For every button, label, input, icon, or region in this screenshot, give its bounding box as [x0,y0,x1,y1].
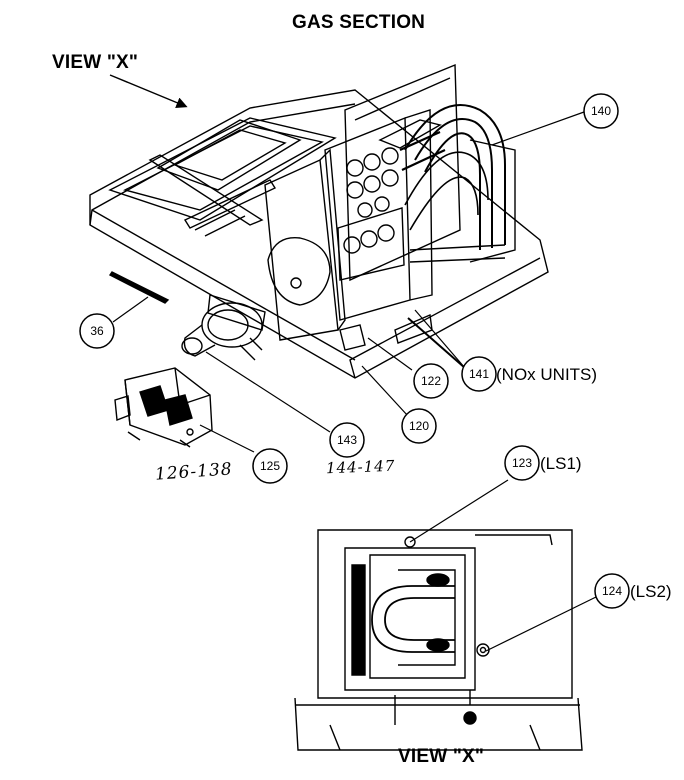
callout-123: 123 (LS1) [504,445,582,481]
view-x-panel [294,529,583,751]
callout-124: 124 (LS2) [594,573,672,609]
svg-text:123: 123 [512,456,532,470]
svg-text:122: 122 [421,374,441,388]
view-x-bottom-label: VIEW "X" [398,746,485,767]
callout-36: 36 [79,313,115,349]
leader-36 [112,296,149,323]
leader-125 [199,424,255,453]
svg-text:124: 124 [602,584,622,598]
callout-143: 143 [329,422,365,458]
leader-120 [361,365,409,417]
leader-141 [407,317,466,369]
callout-125: 125 [252,448,288,484]
page-title: GAS SECTION [292,12,426,33]
callout-140: 140 [583,93,619,129]
leader-141b [414,309,466,369]
leader-123 [409,479,509,543]
handwritten-144-147: 144-147 [325,456,396,478]
callout-141: 141 (NOx UNITS) [461,356,597,392]
svg-text:125: 125 [260,459,280,473]
svg-text:143: 143 [337,433,357,447]
callout-120: 120 [401,408,437,444]
svg-text:120: 120 [409,419,429,433]
view-x-top-label: VIEW "X" [52,52,139,73]
leader-124 [485,596,597,652]
leader-lines [112,111,597,652]
leader-140 [491,111,585,146]
svg-text:(LS1): (LS1) [540,454,582,473]
leader-122 [367,337,413,371]
svg-text:(NOx UNITS): (NOx UNITS) [496,365,597,384]
callout-122: 122 [413,363,449,399]
svg-text:36: 36 [90,324,104,338]
gas-section-assembly [89,63,549,379]
svg-text:(LS2): (LS2) [630,582,672,601]
view-direction-arrow [109,74,188,108]
ignition-control-module [114,367,213,448]
svg-text:140: 140 [591,104,611,118]
leader-143 [205,351,331,433]
svg-text:141: 141 [469,367,489,381]
